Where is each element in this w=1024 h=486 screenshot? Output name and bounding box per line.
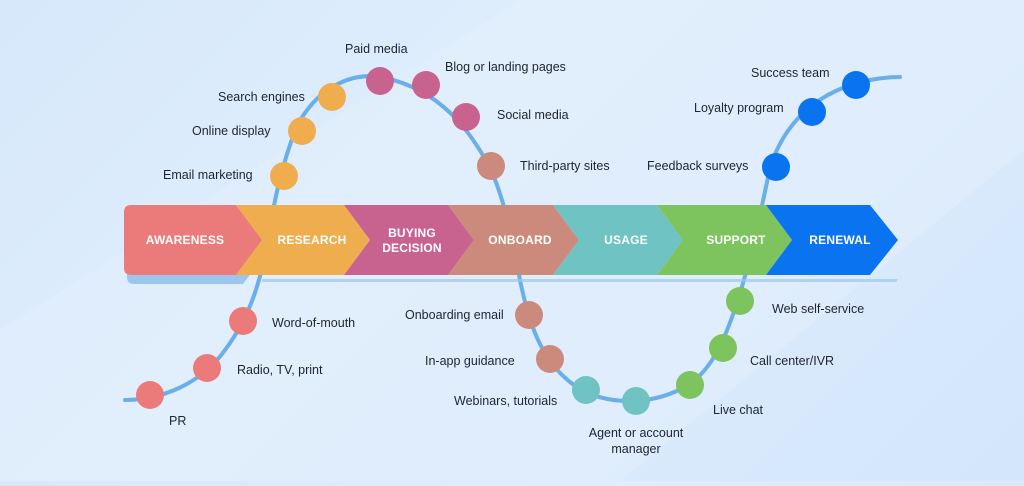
stage-label-usage: USAGE	[604, 233, 648, 247]
stage-onboard	[448, 205, 579, 275]
label-email-marketing: Email marketing	[163, 168, 253, 182]
label-feedback-surveys: Feedback surveys	[647, 159, 749, 173]
dot-loyalty-program	[798, 98, 826, 126]
dot-in-app-guidance	[536, 345, 564, 373]
dot-third-party	[477, 152, 505, 180]
label-search-engines: Search engines	[218, 90, 305, 104]
dot-live-chat	[676, 371, 704, 399]
stage-label-buying-decision: BUYING DECISION	[382, 226, 442, 255]
label-live-chat: Live chat	[713, 403, 764, 417]
label-social-media: Social media	[497, 108, 569, 122]
dot-radio-tv-print	[193, 354, 221, 382]
stage-research	[236, 205, 370, 275]
label-webinars: Webinars, tutorials	[454, 394, 558, 408]
label-blog-landing: Blog or landing pages	[445, 60, 566, 74]
dot-social-media	[452, 103, 480, 131]
stage-label-onboard: ONBOARD	[488, 233, 552, 247]
label-onboarding-email: Onboarding email	[405, 308, 504, 322]
stage-label-awareness: AWARENESS	[145, 233, 225, 247]
dot-word-of-mouth	[229, 307, 257, 335]
stage-support	[657, 205, 792, 275]
dot-paid-media	[366, 67, 394, 95]
dot-web-self-service	[726, 287, 754, 315]
label-online-display: Online display	[192, 124, 271, 138]
stage-label-renewal: RENEWAL	[809, 233, 871, 247]
dot-feedback-surveys	[762, 153, 790, 181]
stage-label-research: RESEARCH	[277, 233, 347, 247]
stage-usage	[553, 205, 683, 275]
stage-renewal	[766, 205, 898, 275]
dot-success-team	[842, 71, 870, 99]
label-web-self-service: Web self-service	[772, 302, 865, 316]
label-radio-tv-print: Radio, TV, print	[237, 363, 323, 377]
label-pr: PR	[169, 414, 187, 428]
label-loyalty-program: Loyalty program	[694, 101, 784, 115]
label-word-of-mouth: Word-of-mouth	[272, 316, 356, 330]
label-agent-manager: Agent or account manager	[588, 426, 684, 456]
dot-call-center	[709, 334, 737, 362]
label-call-center: Call center/IVR	[750, 354, 835, 368]
stage-label-support: SUPPORT	[706, 233, 766, 247]
dot-webinars	[572, 376, 600, 404]
dot-email-marketing	[270, 162, 298, 190]
dot-pr	[136, 381, 164, 409]
dot-onboarding-email	[515, 301, 543, 329]
dot-search-engines	[318, 83, 346, 111]
dot-online-display	[288, 117, 316, 145]
dot-agent-manager	[622, 387, 650, 415]
stage-awareness	[124, 205, 269, 284]
label-third-party: Third-party sites	[520, 159, 610, 173]
label-paid-media: Paid media	[345, 42, 408, 56]
stage-buying-decision	[344, 205, 474, 275]
label-in-app-guidance: In-app guidance	[425, 354, 515, 368]
dot-blog-landing	[412, 71, 440, 99]
label-success-team: Success team	[751, 66, 830, 80]
